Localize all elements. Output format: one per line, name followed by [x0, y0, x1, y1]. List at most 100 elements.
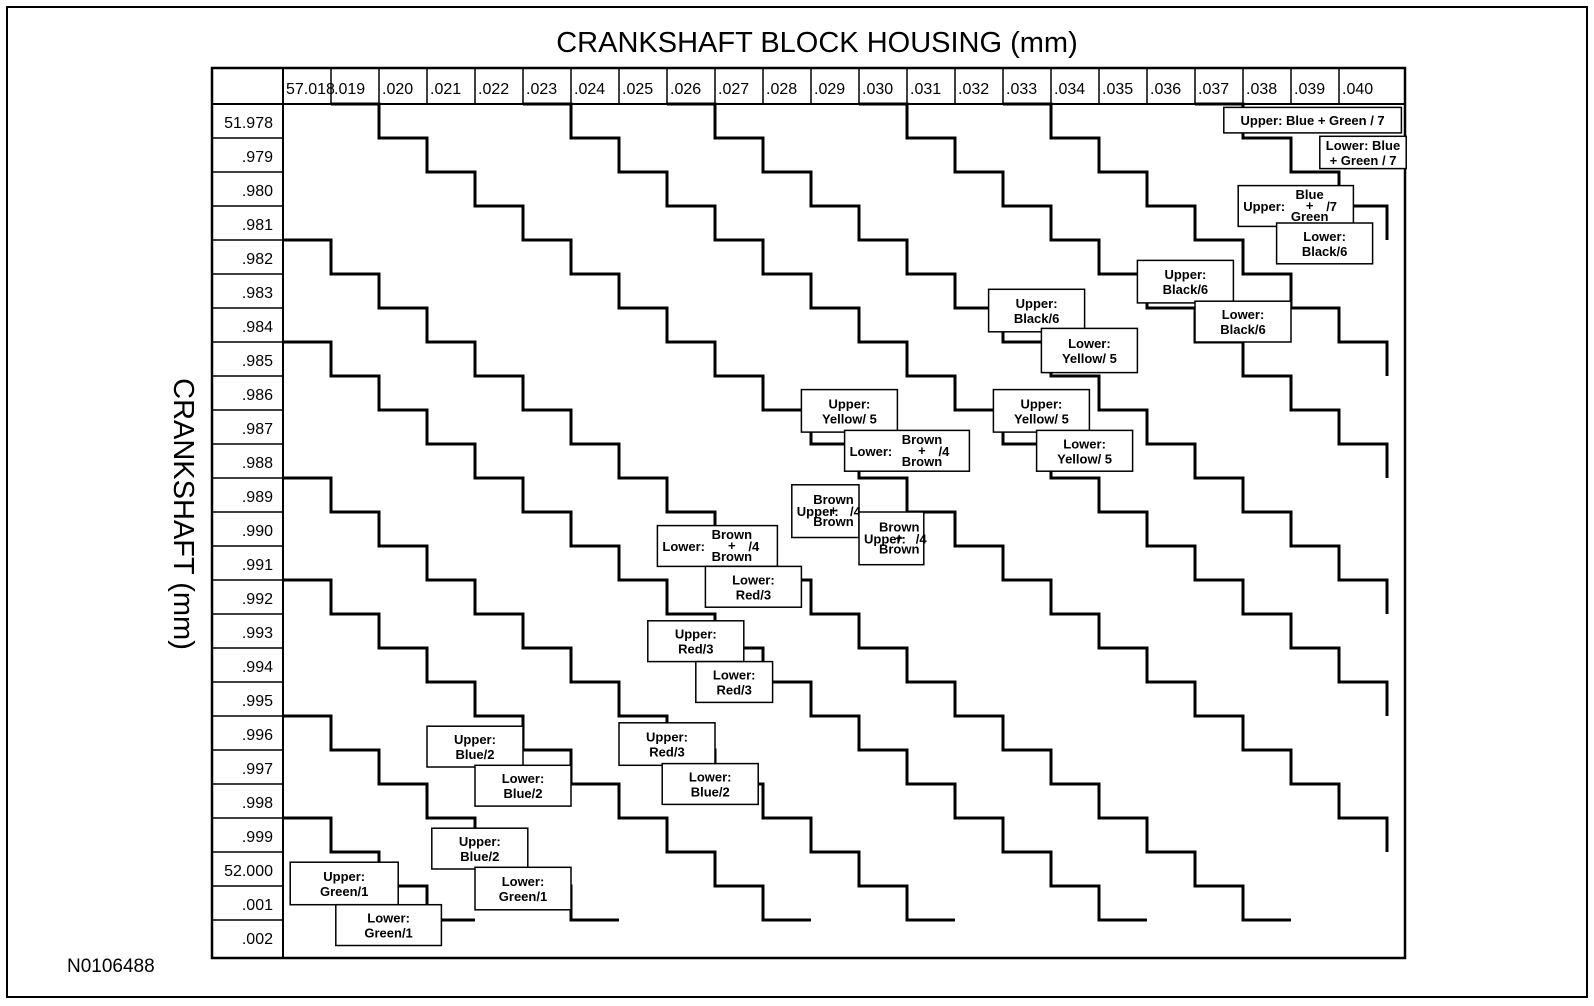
bearing-label-line: Yellow/ 5 [1014, 411, 1069, 426]
bearing-label-line: Upper: [1020, 396, 1062, 411]
bearing-label-colour: Brown [712, 527, 753, 542]
bearing-label-line: Blue/2 [455, 747, 494, 762]
bearing-grade-label: Lower:Green/1 [474, 866, 572, 911]
y-tick-label: .983 [242, 285, 273, 302]
bearing-grade-box [1194, 300, 1292, 343]
y-tick-label: .985 [242, 353, 273, 370]
y-tick-label: .990 [242, 523, 273, 540]
bearing-label-line: Green/1 [499, 889, 547, 904]
bearing-label-line: Yellow/ 5 [1057, 451, 1112, 466]
bearing-label-colour: Brown [879, 541, 920, 556]
bearing-label-line: Lower: [1063, 436, 1106, 451]
bearing-label-line: Black/6 [1220, 322, 1266, 337]
x-tick-label: .023 [526, 81, 557, 98]
bearing-grade-label: Upper:Black/6 [1136, 259, 1235, 304]
x-tick-label: .019 [334, 81, 365, 98]
bearing-label-line: Lower: [689, 770, 732, 785]
bearing-label-line: Lower: [1303, 229, 1346, 244]
bearing-grade-box [704, 565, 803, 608]
x-tick-label: .037 [1198, 81, 1229, 98]
bearing-label-position: Lower: [662, 539, 705, 554]
bearing-grade-label: Lower:Red/3 [704, 565, 803, 608]
bearing-label-line: Red/3 [736, 587, 771, 602]
bearing-label-colour: Blue [1296, 187, 1324, 202]
bearing-label-line: Green/1 [364, 926, 412, 941]
x-tick-label: .036 [1150, 81, 1181, 98]
bearing-grade-box [987, 288, 1086, 333]
bearing-grade-box [289, 861, 399, 906]
y-tick-label: .980 [242, 183, 273, 200]
y-tick-label: .996 [242, 727, 273, 744]
bearing-grade-label: Upper:Yellow/ 5 [992, 388, 1091, 433]
bearing-label-line: Blue/2 [503, 786, 542, 801]
bearing-label-line: Upper: [675, 627, 717, 642]
bearing-label-colour: Brown [902, 432, 943, 447]
x-tick-label: .026 [670, 81, 701, 98]
bearing-label-line: Upper: [828, 396, 870, 411]
x-tick-label: .029 [814, 81, 845, 98]
bearing-label-line: Black/6 [1302, 244, 1348, 259]
selection-boundary-line [331, 102, 1389, 852]
bearing-grade-box [1136, 259, 1235, 304]
x-tick-label: .033 [1006, 81, 1037, 98]
bearing-label-grade: /4 [939, 444, 951, 459]
bearing-label-plus: + [895, 530, 903, 545]
bearing-label-line: Upper: Blue + Green / 7 [1241, 113, 1385, 128]
bearing-label-colour: Brown [813, 492, 854, 507]
bearing-label-plus: + [728, 538, 736, 553]
bearing-grade-box [1319, 135, 1407, 170]
bearing-grade-box [661, 762, 759, 806]
bearing-grade-box [1237, 184, 1355, 228]
grid [210, 66, 1407, 960]
bearing-label-line: Green/1 [320, 884, 368, 899]
bearing-label-colour: Brown [879, 519, 920, 534]
bearing-label-line: Black/6 [1163, 282, 1209, 297]
y-tick-label: .984 [242, 319, 273, 336]
bearing-label-position: Upper: [864, 531, 906, 546]
x-tick-label: .039 [1294, 81, 1325, 98]
y-tick-label: .002 [242, 931, 273, 948]
bearing-grade-label: Upper:Red/3 [647, 620, 745, 663]
y-tick-label: .995 [242, 693, 273, 710]
x-tick-label: .040 [1342, 81, 1373, 98]
bearing-label-line: + Green / 7 [1330, 153, 1397, 168]
bearing-grade-box [1040, 327, 1139, 374]
bearing-label-line: Upper: [323, 869, 365, 884]
bearing-grade-box [791, 484, 860, 539]
bearing-labels: Upper:Green/1Lower:Green/1Upper:Blue/2Lo… [289, 106, 1407, 947]
bearing-label-line: Yellow/ 5 [1062, 351, 1117, 366]
selection-boundary-line [523, 102, 1389, 716]
y-tick-label: 52.000 [224, 863, 273, 880]
bearing-label-plus: + [830, 503, 838, 518]
axis-ticks: 57.018.019.020.021.022.023.024.025.026.0… [224, 81, 1373, 948]
table-border [210, 66, 1407, 960]
bearing-label-grade: /4 [850, 504, 862, 519]
x-tick-label: .021 [430, 81, 461, 98]
bearing-grade-box [1035, 429, 1134, 472]
bearing-label-line: Lower: [713, 668, 756, 683]
bearing-label-plus: + [918, 443, 926, 458]
y-tick-label: .997 [242, 761, 273, 778]
bearing-label-line: Red/3 [716, 683, 751, 698]
y-tick-label: .001 [242, 897, 273, 914]
bearing-label-colour: Green [1291, 209, 1329, 224]
x-tick-label: .030 [862, 81, 893, 98]
x-tick-label: .032 [958, 81, 989, 98]
bearing-grade-label: Lower:Blue/2 [474, 764, 572, 807]
x-tick-label: .020 [382, 81, 413, 98]
drawing-code: N0106488 [67, 956, 155, 977]
bearing-label-line: Lower: Blue [1326, 138, 1400, 153]
selection-boundary-line [283, 578, 811, 922]
bearing-grade-label: Upper:Green/1 [289, 861, 399, 906]
bearing-label-line: Upper: [646, 730, 688, 745]
bearing-label-line: Yellow/ 5 [822, 411, 877, 426]
y-tick-label: .999 [242, 829, 273, 846]
selection-steps [283, 102, 1389, 922]
